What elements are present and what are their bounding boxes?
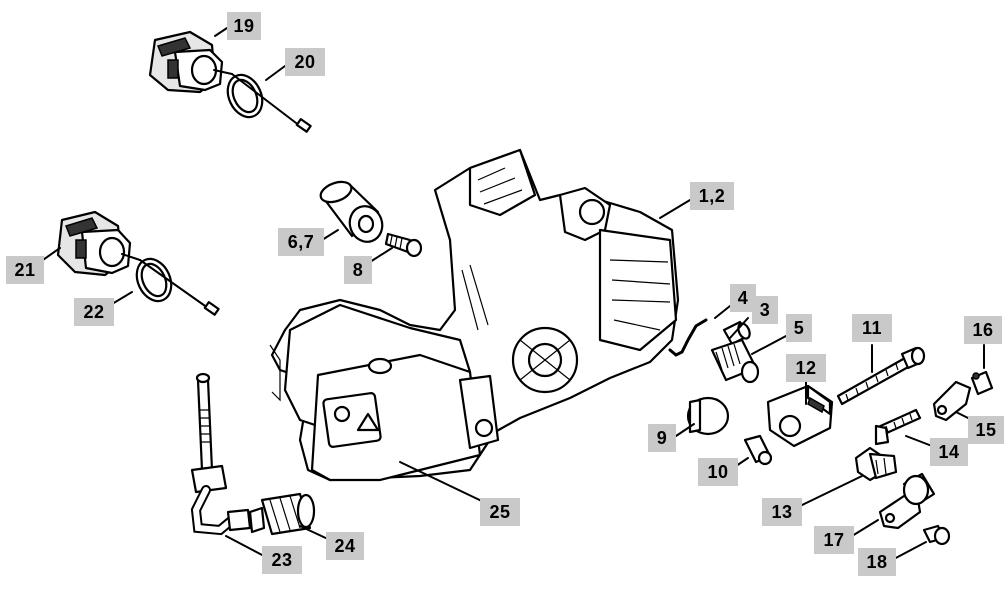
callout-16: 16 bbox=[964, 316, 1002, 344]
callout-15: 15 bbox=[968, 416, 1004, 444]
callout-19: 19 bbox=[227, 12, 261, 40]
part-5-bolt bbox=[710, 338, 760, 384]
callout-17: 17 bbox=[814, 526, 854, 554]
callout-10: 10 bbox=[698, 458, 738, 486]
callout-4: 4 bbox=[730, 284, 756, 312]
part-4-clip bbox=[668, 318, 708, 357]
callout-25: 25 bbox=[480, 498, 520, 526]
part-8-screw bbox=[384, 232, 423, 258]
part-19-oil-pump bbox=[148, 30, 233, 94]
callout-8: 8 bbox=[344, 256, 372, 284]
part-11-screw bbox=[836, 346, 926, 406]
callout-5: 5 bbox=[786, 314, 812, 342]
part-14-screw bbox=[874, 408, 922, 446]
callout-9: 9 bbox=[648, 424, 676, 452]
part-20-oring-line bbox=[226, 73, 312, 133]
callout-13: 13 bbox=[762, 498, 802, 526]
callout-20: 20 bbox=[285, 48, 325, 76]
callout-23: 23 bbox=[262, 546, 302, 574]
callout-12: 12 bbox=[786, 354, 826, 382]
leader-lines bbox=[39, 27, 985, 561]
callout-14: 14 bbox=[930, 438, 968, 466]
callout-22: 22 bbox=[74, 298, 114, 326]
callout-24: 24 bbox=[326, 532, 364, 560]
callout-6-7: 6,7 bbox=[278, 228, 324, 256]
part-12-block bbox=[766, 384, 834, 448]
part-6-7-buffer bbox=[319, 180, 384, 243]
part-23-hose bbox=[190, 372, 252, 536]
part-15-lever bbox=[932, 380, 972, 422]
callout-21: 21 bbox=[6, 256, 44, 284]
callout-11: 11 bbox=[852, 314, 892, 342]
part-22-oring-line bbox=[135, 257, 220, 316]
part-9-plug bbox=[686, 396, 730, 436]
part-24-filter bbox=[248, 492, 316, 536]
part-16-catch bbox=[970, 370, 994, 396]
callout-18: 18 bbox=[858, 548, 896, 576]
part-18-screw bbox=[922, 524, 951, 546]
part-1-2-crankcase bbox=[269, 148, 680, 482]
part-17-slide bbox=[878, 472, 936, 530]
callout-1-2: 1,2 bbox=[690, 182, 734, 210]
part-10-nipple bbox=[743, 434, 773, 466]
part-21-oil-pump bbox=[56, 210, 141, 277]
callout-3: 3 bbox=[752, 296, 778, 324]
part-13-nut bbox=[854, 446, 898, 482]
